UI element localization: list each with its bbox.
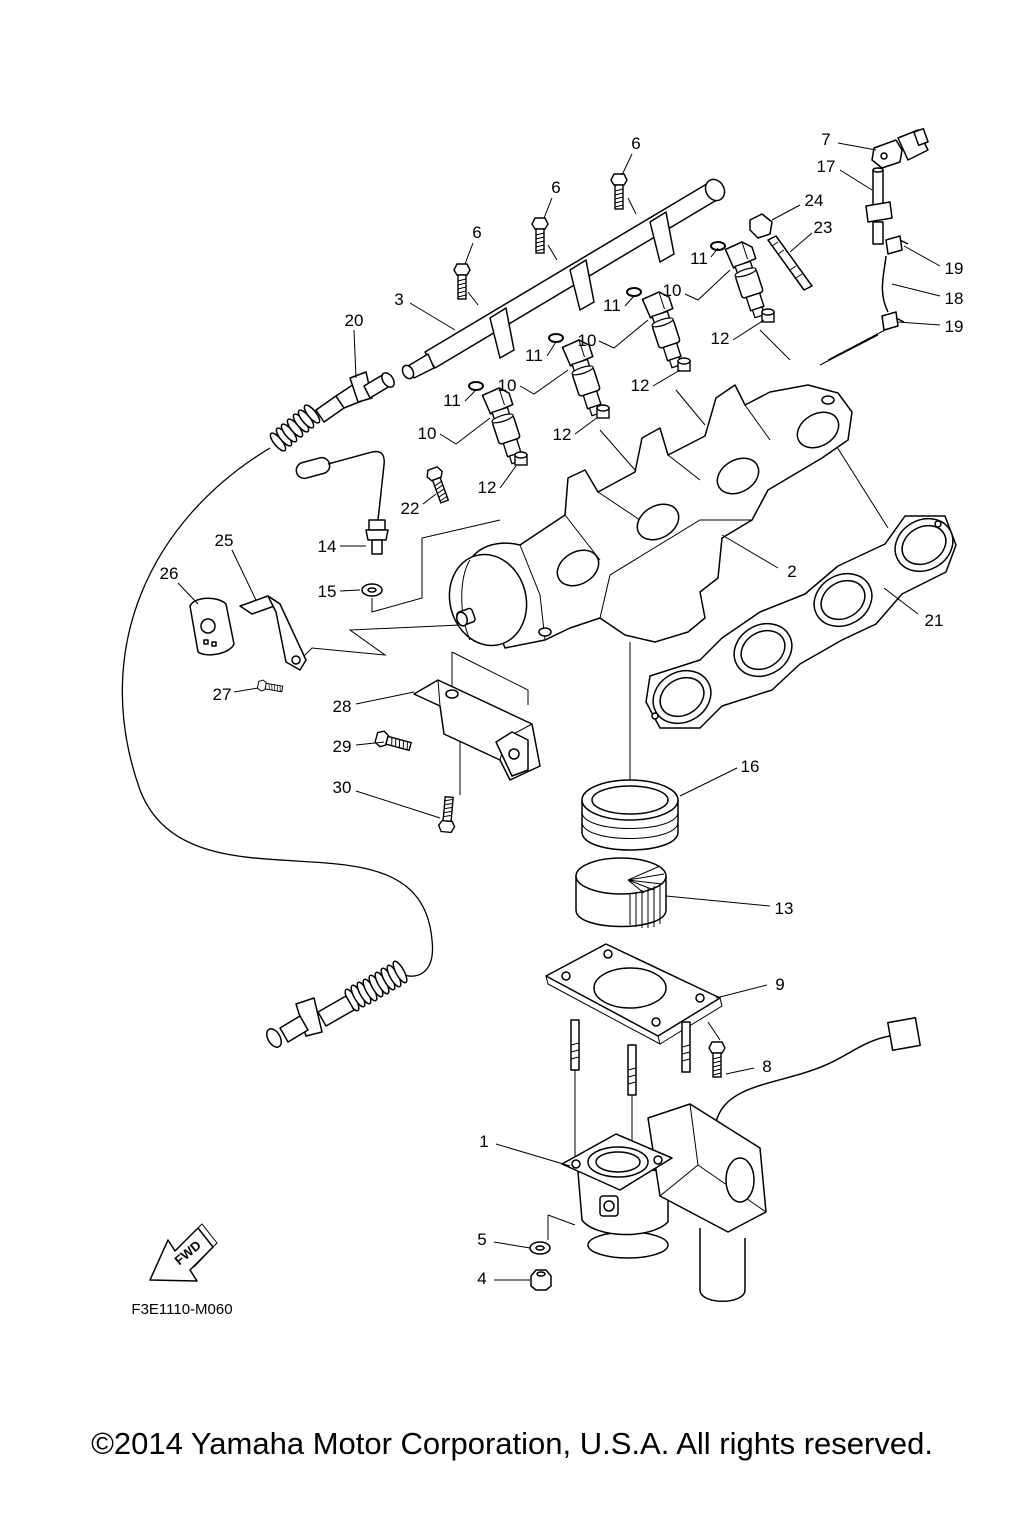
callout-29: 29 [333,737,352,756]
callout-11: 11 [603,296,621,315]
callout-11: 11 [443,391,461,410]
throttle-body [561,1017,921,1302]
callout-7: 7 [821,130,830,149]
callout-16: 16 [741,757,760,776]
callout-12: 12 [711,329,730,348]
callout-12: 12 [631,376,650,395]
callout-10: 10 [663,281,682,300]
callout-30: 30 [333,778,352,797]
manifold-gasket [645,515,957,729]
callout-2: 2 [787,562,796,581]
o-ring [468,381,484,391]
callout-10: 10 [418,424,437,443]
callout-20: 20 [345,311,364,330]
rail-bolt [453,263,471,300]
callout-12: 12 [478,478,497,497]
assembly-lines [299,197,889,1240]
figure-code: F3E1110-M060 [131,1301,232,1318]
plate-bolt [708,1041,726,1078]
callout-28: 28 [333,697,352,716]
cap-nut [749,213,773,239]
callout-25: 25 [215,531,234,550]
temperature-sensor [295,450,389,555]
callout-8: 8 [762,1057,771,1076]
callout-23: 23 [814,218,833,237]
harness-lower-sleeve [344,960,408,1012]
flame-arrester [575,857,667,928]
callout-17: 17 [817,157,836,176]
callout-10: 10 [578,331,597,350]
callout-15: 15 [318,582,337,601]
rail-bolt [531,217,549,254]
fuel-hose [881,255,889,313]
callout-5: 5 [477,1230,486,1249]
harness-lower-connector [266,995,355,1048]
damper-block [189,597,235,656]
callout-9: 9 [775,975,784,994]
callout-26: 26 [160,564,179,583]
callout-4: 4 [477,1269,486,1288]
callout-22: 22 [401,499,420,518]
throttle-seal [581,779,679,851]
harness-upper-sleeve [269,404,321,452]
callout-labels: 6 6 6 7 17 24 23 19 18 19 3 20 11 10 11 … [160,130,964,1288]
copyright-notice: ©2014 Yamaha Motor Corporation, U.S.A. A… [91,1426,933,1461]
callout-11: 11 [690,249,708,268]
leader-lines [177,142,941,1281]
hex-nut [530,1269,552,1291]
intake-manifold [448,384,853,649]
injector-seal [596,404,610,419]
hose-clip [885,235,909,255]
callout-19: 19 [945,259,964,278]
sensor-washer [361,583,383,597]
injector-seal [514,451,528,466]
callout-14: 14 [318,537,337,556]
callout-24: 24 [805,191,824,210]
forward-arrow-icon: FWD [149,1223,218,1282]
injector-seal [677,357,691,372]
callout-27: 27 [213,685,232,704]
fuel-injector [724,238,774,321]
callout-1: 1 [479,1132,488,1151]
callout-6: 6 [551,178,560,197]
callout-21: 21 [925,611,944,630]
o-ring [626,287,642,297]
o-ring [548,333,564,343]
harness-upper-connector [315,371,395,423]
throttle-plate [545,943,723,1096]
hose-fitting [865,167,893,245]
bracket-bolt [437,795,458,834]
callout-6: 6 [472,223,481,242]
sensor-bracket [239,595,307,671]
bracket-screw [256,678,284,696]
washer [529,1241,551,1255]
fuel-rail [401,178,726,380]
rail-bolt [610,173,628,210]
wire-harness [121,371,434,1048]
hose-clip [881,311,905,331]
stud-bolt [767,235,813,291]
manifold-bolt [424,465,453,505]
callout-11: 11 [525,346,543,365]
callout-6: 6 [631,134,640,153]
pressure-sensor [871,127,929,169]
callout-3: 3 [394,290,403,309]
callout-12: 12 [553,425,572,444]
mounting-bracket [413,679,541,781]
callout-18: 18 [945,289,964,308]
callout-10: 10 [498,376,517,395]
callout-19: 19 [945,317,964,336]
callout-13: 13 [775,899,794,918]
